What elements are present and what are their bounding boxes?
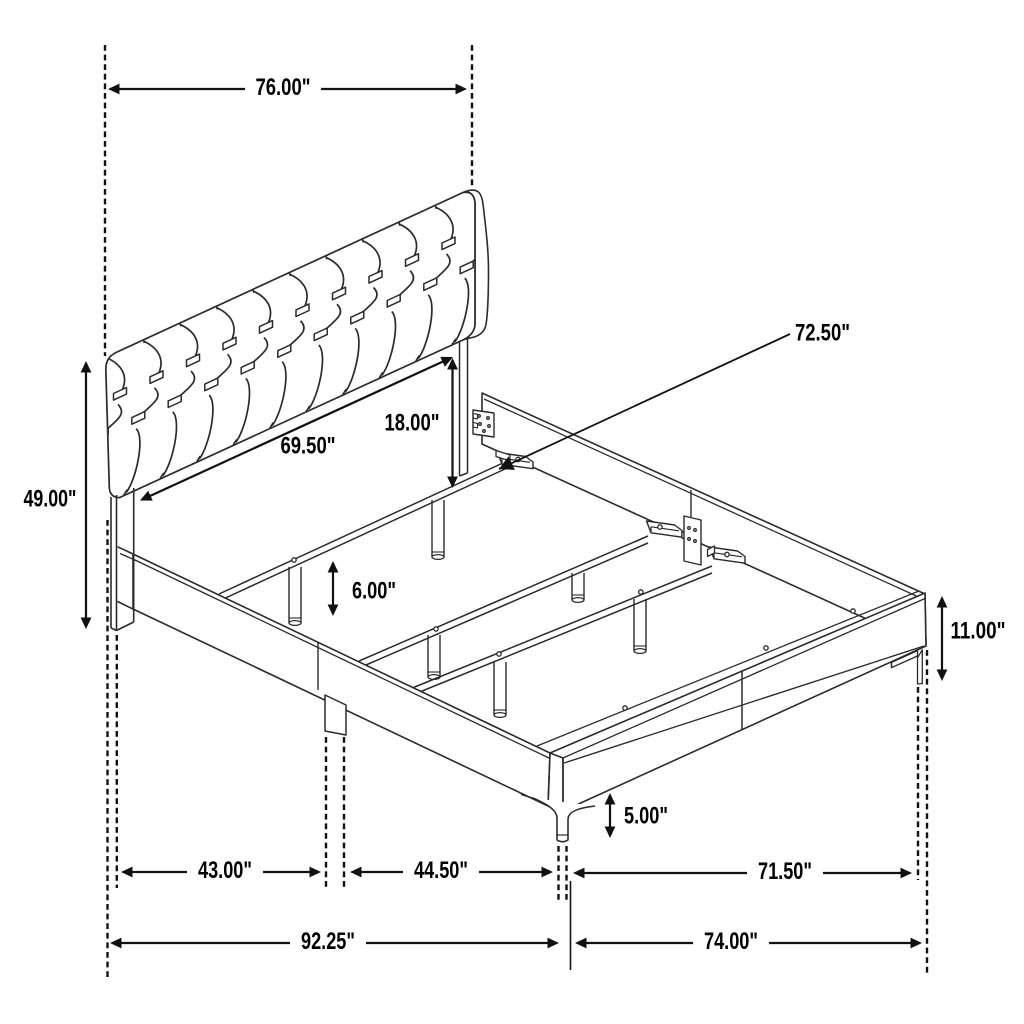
svg-text:74.00": 74.00" (704, 928, 758, 955)
svg-text:69.50": 69.50" (281, 433, 336, 460)
svg-text:92.25": 92.25" (301, 928, 355, 955)
svg-text:71.50": 71.50" (758, 858, 812, 885)
svg-text:72.50": 72.50" (795, 320, 850, 347)
svg-text:5.00": 5.00" (624, 803, 668, 830)
svg-text:49.00": 49.00" (24, 486, 77, 513)
svg-text:6.00": 6.00" (352, 578, 396, 605)
svg-text:18.00": 18.00" (385, 410, 440, 437)
svg-text:11.00": 11.00" (951, 618, 1006, 645)
svg-text:76.00": 76.00" (256, 74, 311, 101)
svg-text:43.00": 43.00" (198, 857, 252, 884)
svg-text:44.50": 44.50" (414, 857, 468, 884)
